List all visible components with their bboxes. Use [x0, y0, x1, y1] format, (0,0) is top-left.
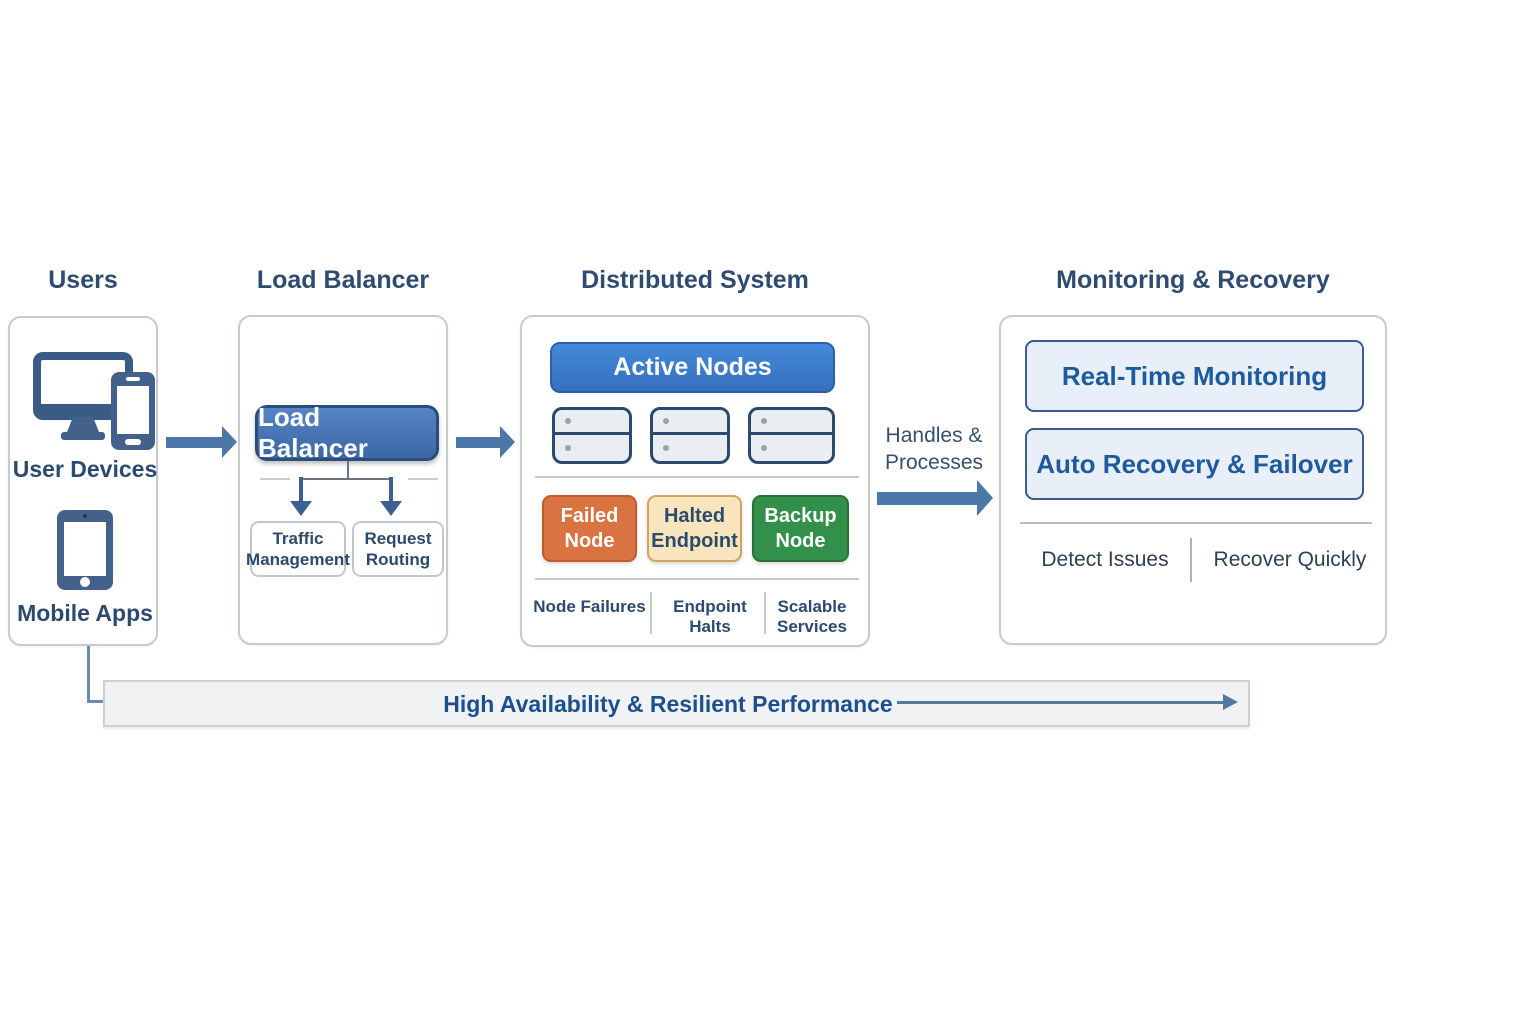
monitoring-divider — [1020, 522, 1372, 524]
lb-connector-bar — [300, 478, 392, 480]
arrow-distributed-system-to-monitoring — [877, 480, 993, 516]
server-icon — [748, 407, 835, 464]
scalable-services-label: Scalable Services — [777, 597, 847, 637]
arrow-load-balancer-to-distributed-system — [456, 426, 515, 458]
load-balancer-panel: Load Balancer Traffic Management Request… — [238, 315, 448, 645]
handles-processes-label: Handles & Processes — [884, 424, 984, 475]
banner-arrow-line — [897, 701, 1225, 704]
ds-divider-top — [535, 476, 859, 478]
load-balancer-column-title: Load Balancer — [256, 266, 430, 294]
request-routing-box: Request Routing — [352, 521, 444, 577]
failed-node-box: Failed Node — [542, 495, 637, 562]
monitoring-column-title: Monitoring & Recovery — [1056, 266, 1330, 294]
distributed-system-column-title: Distributed System — [581, 266, 809, 294]
load-balancer-node: Load Balancer — [255, 402, 439, 463]
detect-issues-label: Detect Issues — [1041, 548, 1169, 571]
tablet-icon — [57, 510, 113, 590]
desktop-and-phone-icon — [33, 352, 155, 450]
arrow-to-request-routing — [380, 477, 402, 516]
banner-arrow-head — [1223, 694, 1238, 710]
traffic-management-box: Traffic Management — [246, 521, 350, 577]
arrow-to-traffic-management — [290, 477, 312, 516]
server-led-dot — [761, 418, 767, 424]
distributed-system-panel: Active Nodes Failed Node Halted Endpoint… — [520, 315, 870, 647]
server-led-dot — [565, 444, 571, 451]
monitoring-footer-separator — [1190, 538, 1192, 582]
lb-connector-left-tick — [260, 478, 290, 480]
server-led-dot — [565, 418, 571, 424]
server-icon — [552, 407, 632, 464]
node-failures-label: Node Failures — [533, 597, 646, 616]
mobile-apps-label: Mobile Apps — [17, 600, 153, 626]
users-to-banner-connector-vertical — [87, 646, 90, 703]
user-devices-label: User Devices — [12, 456, 158, 482]
ds-footer-separator — [650, 592, 652, 634]
auto-recovery-failover-box: Auto Recovery & Failover — [1025, 428, 1364, 500]
halted-endpoint-box: Halted Endpoint — [647, 495, 742, 562]
users-panel: User Devices Mobile Apps — [8, 316, 158, 646]
high-availability-banner-text: High Availability & Resilient Performanc… — [443, 691, 893, 717]
ds-footer-separator — [764, 592, 766, 634]
endpoint-halts-label: Endpoint Halts — [673, 597, 747, 637]
monitoring-panel: Real-Time Monitoring Auto Recovery & Fai… — [999, 315, 1387, 645]
high-availability-banner — [103, 680, 1250, 727]
server-led-dot — [761, 444, 767, 451]
server-led-dot — [663, 418, 669, 424]
server-icon — [650, 407, 730, 464]
server-led-dot — [663, 444, 669, 451]
ds-divider-bottom — [535, 578, 859, 580]
real-time-monitoring-box: Real-Time Monitoring — [1025, 340, 1364, 412]
lb-connector-right-tick — [408, 478, 438, 480]
users-column-title: Users — [48, 266, 118, 294]
recover-quickly-label: Recover Quickly — [1213, 548, 1367, 571]
backup-node-box: Backup Node — [752, 495, 849, 562]
arrow-users-to-load-balancer — [166, 426, 237, 458]
active-nodes-banner: Active Nodes — [550, 342, 835, 393]
lb-connector-stem — [347, 461, 349, 479]
